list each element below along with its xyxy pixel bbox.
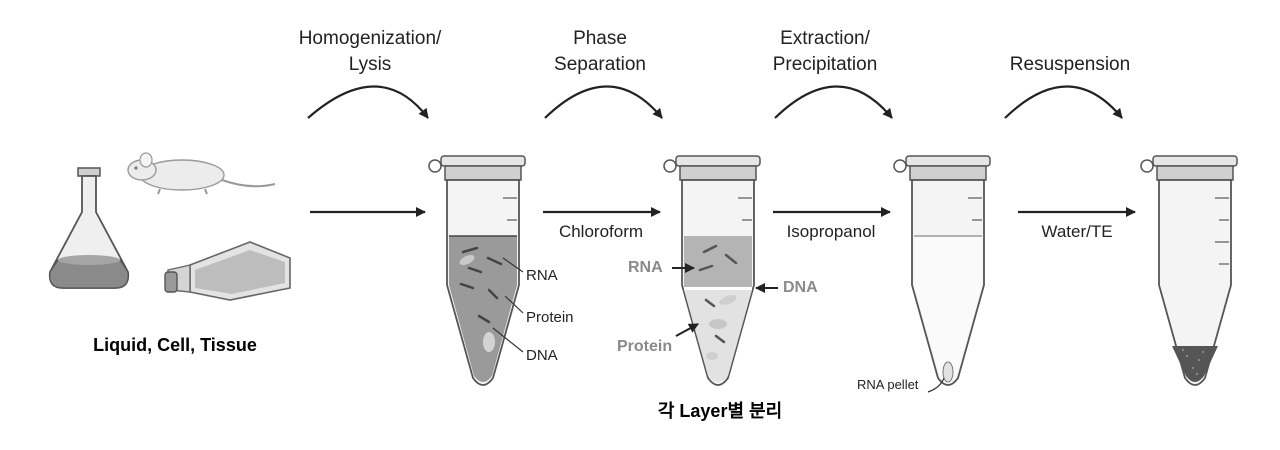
culture-flask-icon xyxy=(164,241,291,301)
mouse-icon xyxy=(127,152,276,195)
reagent-water-te: Water/TE xyxy=(1041,222,1113,241)
tube-icon-resuspended xyxy=(1140,155,1238,386)
tube2-rna-label: RNA xyxy=(628,259,663,276)
step-4-title: Resuspension xyxy=(1009,54,1131,75)
tube-icon-pellet xyxy=(893,155,991,393)
tube1-protein-label: Protein xyxy=(526,309,574,326)
step-3-title: Extraction/ Precipitation xyxy=(772,28,878,75)
tube-icon-phases xyxy=(663,155,761,386)
tube2-dna-label: DNA xyxy=(783,279,818,296)
protein-pointer-arrow xyxy=(675,323,699,337)
rna-pellet-label: RNA pellet xyxy=(857,377,919,392)
tube1-dna-label: DNA xyxy=(526,347,558,364)
flask-icon xyxy=(48,167,130,289)
tube1-rna-label: RNA xyxy=(526,267,558,284)
reagent-chloroform: Chloroform xyxy=(558,222,644,241)
tube-icon-homogenate xyxy=(428,155,526,386)
layer-separation-caption: 각 Layer별 분리 xyxy=(657,401,783,421)
step-arrow-2 xyxy=(544,85,663,119)
step-2-title: Phase Separation xyxy=(554,28,646,75)
step-arrow-4 xyxy=(1004,85,1123,119)
step-1-title: Homogenization/ Lysis xyxy=(298,28,442,75)
reagent-isopropanol: Isopropanol xyxy=(786,222,876,241)
sample-caption: Liquid, Cell, Tissue xyxy=(93,335,257,355)
tube2-protein-label: Protein xyxy=(617,338,673,355)
step-arrow-1 xyxy=(307,85,429,119)
step-arrow-3 xyxy=(774,85,893,119)
